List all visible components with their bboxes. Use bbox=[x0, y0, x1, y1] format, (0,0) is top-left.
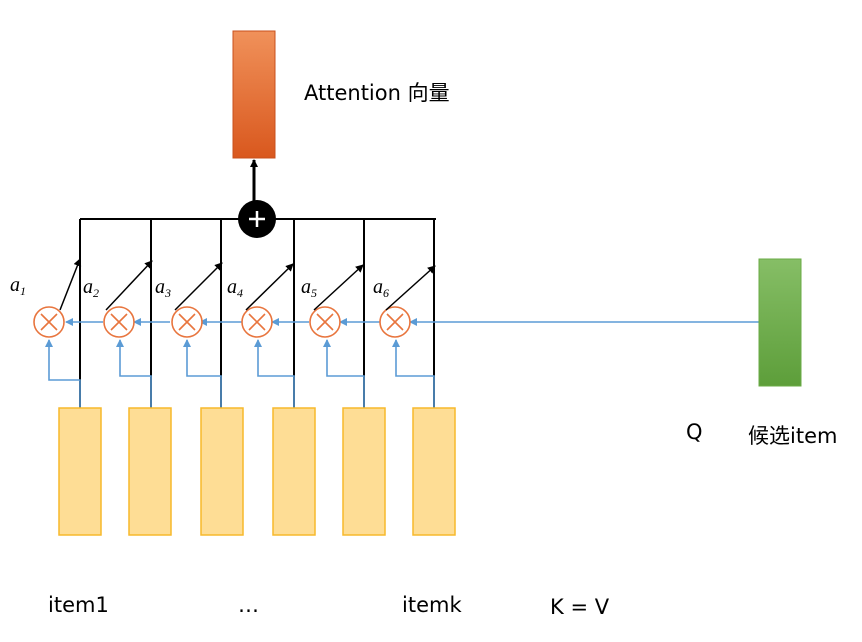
item-box-3 bbox=[200, 407, 244, 536]
plus-circle-icon bbox=[238, 200, 276, 238]
key-line-6 bbox=[392, 339, 435, 408]
weight-label: a6 bbox=[373, 276, 389, 300]
attention-label: Attention 向量 bbox=[304, 81, 450, 105]
weight-arrow-3 bbox=[174, 262, 223, 311]
item-first-label: item1 bbox=[48, 593, 109, 617]
times-circle-icon bbox=[379, 306, 411, 338]
weight-arrow-1 bbox=[59, 258, 82, 311]
weight-label: a4 bbox=[227, 276, 243, 300]
item-box-4 bbox=[272, 407, 316, 536]
item-boxes bbox=[58, 407, 456, 536]
times-circle-icon bbox=[171, 306, 203, 338]
weight-arrow-2 bbox=[105, 260, 153, 311]
item-box-2 bbox=[128, 407, 172, 536]
weight-arrow-4 bbox=[245, 263, 294, 311]
query-label: Q bbox=[686, 420, 703, 444]
candidate-item-label: 候选item bbox=[748, 424, 838, 448]
query-item-box bbox=[758, 258, 802, 387]
key-line-2 bbox=[116, 339, 152, 408]
multiply-nodes bbox=[33, 306, 411, 338]
weight-label: a2 bbox=[83, 276, 99, 300]
key-lines bbox=[45, 339, 435, 408]
times-circle-icon bbox=[241, 306, 273, 338]
weight-label: a5 bbox=[301, 276, 317, 300]
times-circle-icon bbox=[103, 306, 135, 338]
key-line-4 bbox=[254, 339, 295, 408]
times-circle-icon bbox=[33, 306, 65, 338]
weight-label: a1 bbox=[10, 274, 26, 298]
attention-vector-box bbox=[232, 30, 276, 159]
weight-label: a3 bbox=[155, 276, 171, 300]
weight-arrow-5 bbox=[313, 264, 364, 311]
key-line-1 bbox=[45, 339, 81, 408]
item-box-5 bbox=[342, 407, 386, 536]
kv-label: K = V bbox=[550, 595, 610, 619]
times-circle-icon bbox=[309, 306, 341, 338]
weight-arrow-6 bbox=[385, 265, 436, 311]
item-box-6 bbox=[412, 407, 456, 536]
item-ellipsis-label: … bbox=[238, 593, 259, 617]
weight-arrows bbox=[59, 258, 436, 311]
item-box-1 bbox=[58, 407, 102, 536]
key-line-3 bbox=[183, 339, 222, 408]
key-line-5 bbox=[323, 339, 365, 408]
item-last-label: itemk bbox=[402, 593, 462, 617]
